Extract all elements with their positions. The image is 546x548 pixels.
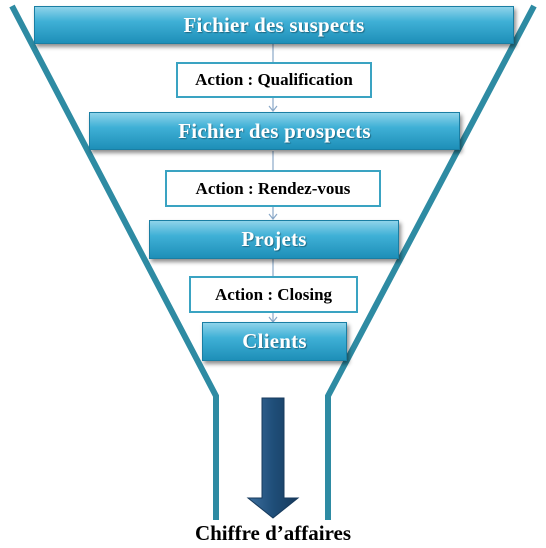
result-label: Chiffre d’affaires (194, 521, 352, 545)
funnel-left-wall (9, 4, 219, 520)
action-rendez-vous: Action : Rendez-vous (165, 170, 381, 207)
stage-prospects: Fichier des prospects (89, 112, 460, 150)
action-qualification: Action : Qualification (176, 62, 372, 98)
stage-suspects: Fichier des suspects (34, 6, 514, 44)
action-closing: Action : Closing (189, 276, 358, 313)
stage-projets: Projets (149, 220, 399, 259)
funnel-right-wall (325, 4, 537, 520)
stage-clients: Clients (202, 322, 347, 361)
output-arrow (246, 397, 300, 519)
connector-qualification-prospects-arrow (268, 98, 278, 112)
connector-closing-clients-arrow (268, 313, 278, 323)
connector-rendezvous-projets-arrow (268, 207, 278, 220)
